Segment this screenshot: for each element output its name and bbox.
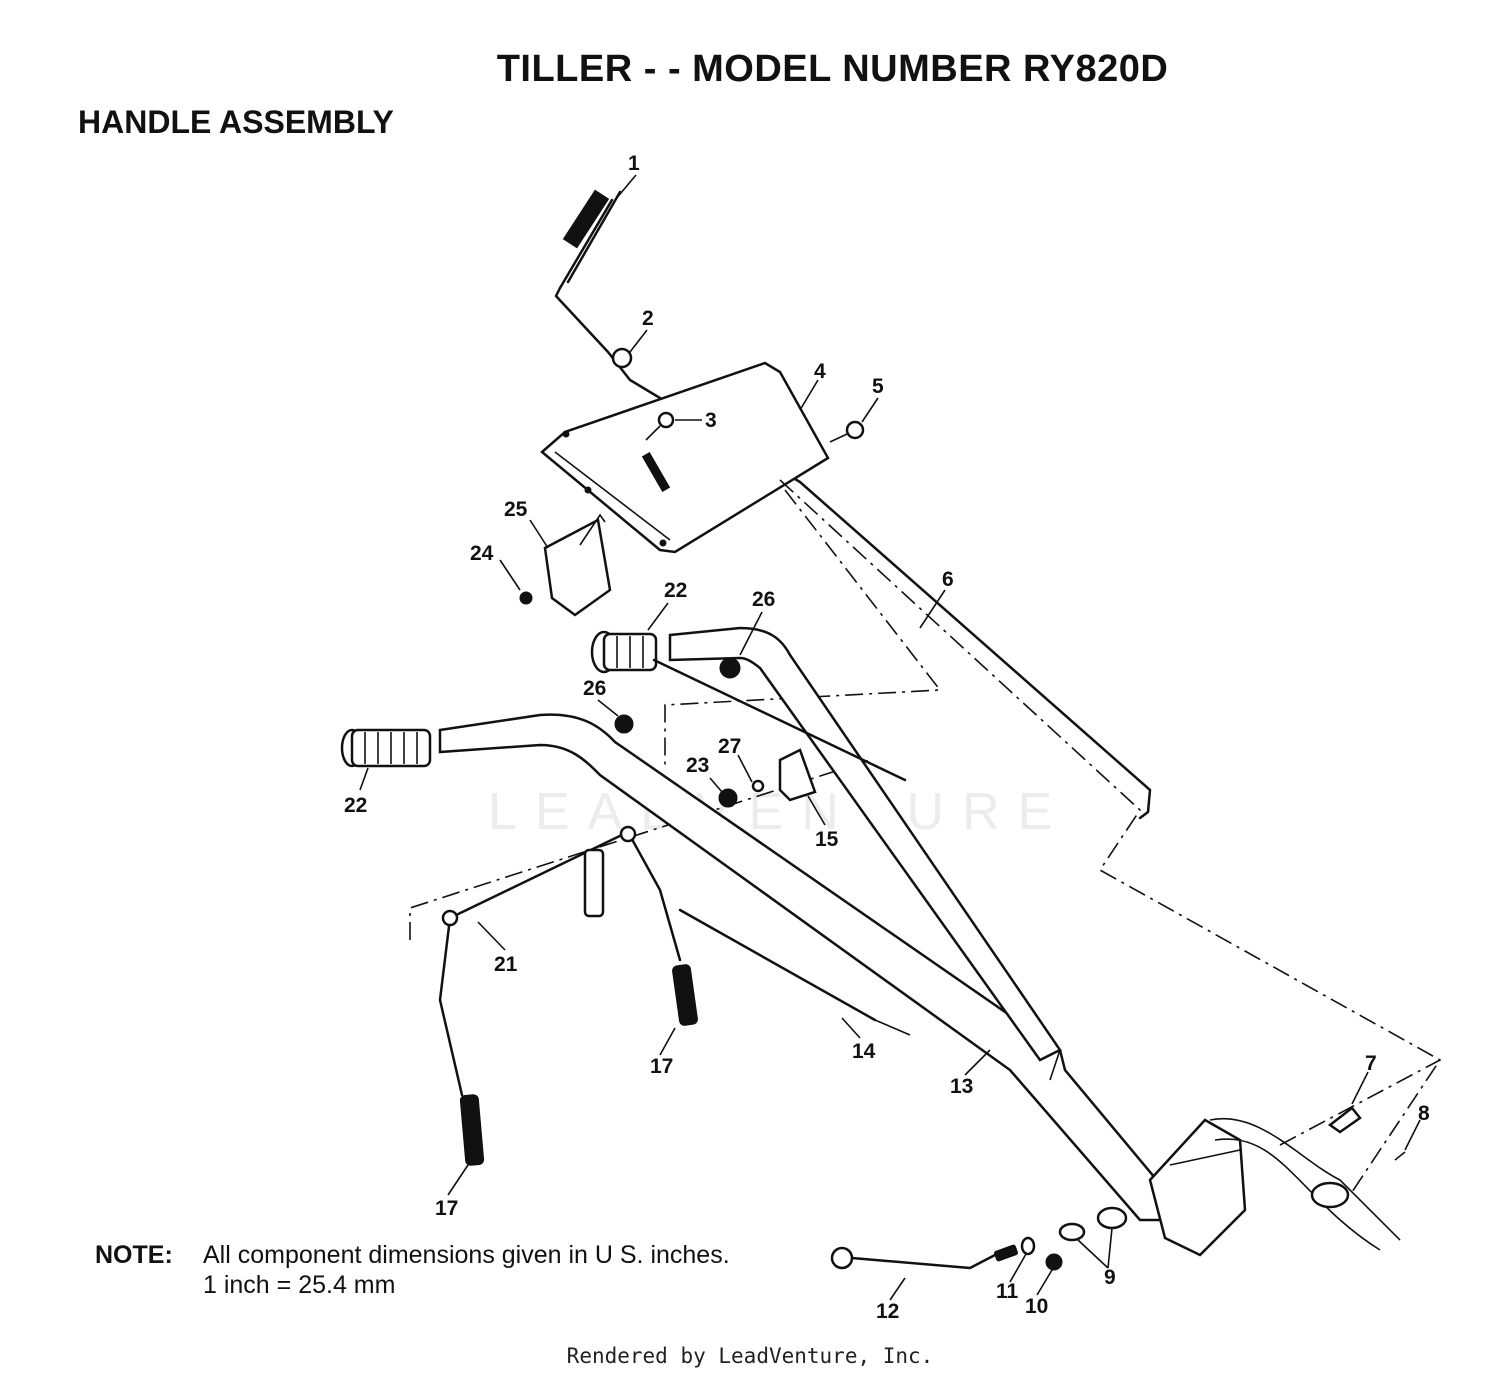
callout-24: 24	[470, 542, 494, 565]
callout-11: 11	[996, 1280, 1019, 1303]
section-title: HANDLE ASSEMBLY	[78, 104, 394, 140]
main-handle-part	[438, 626, 1193, 1222]
callout-10: 10	[1025, 1295, 1048, 1318]
right-grip-part	[590, 630, 658, 674]
callout-7: 7	[1365, 1052, 1377, 1075]
nut-23-part	[718, 788, 738, 808]
callout-8: 8	[1418, 1102, 1430, 1125]
callout-1: 1	[628, 152, 640, 175]
grip-17-lower-part	[459, 1094, 485, 1166]
throttle-cable-part	[652, 658, 907, 782]
shift-rod-part	[554, 189, 1152, 820]
callout-15: 15	[815, 828, 839, 851]
rod-nut-part	[611, 347, 633, 369]
shield-part	[540, 361, 830, 554]
callout-17-lower: 17	[435, 1197, 458, 1220]
callout-26-upper: 26	[752, 588, 775, 611]
callout-17-upper: 17	[650, 1055, 673, 1078]
bolt-7-part	[1327, 1106, 1362, 1134]
cable-14-part	[678, 908, 877, 1022]
leader-lines	[359, 174, 1421, 1301]
note-label: NOTE:	[95, 1241, 173, 1269]
callout-25: 25	[504, 498, 528, 521]
clip-15-part	[778, 748, 817, 802]
bracket-25-part	[519, 513, 612, 617]
callout-27: 27	[718, 735, 741, 758]
cable-14-end	[874, 1019, 911, 1036]
left-grip-part	[340, 728, 432, 768]
footer-credit: Rendered by LeadVenture, Inc.	[566, 1344, 934, 1368]
nut-26-lower-part	[614, 714, 634, 734]
linkage-21-part	[438, 825, 682, 1097]
bolt-5-part	[829, 420, 865, 443]
callout-3: 3	[705, 409, 717, 432]
callout-5: 5	[872, 375, 884, 398]
dimension-note: NOTE: All component dimensions given in U…	[95, 1240, 730, 1300]
callout-14: 14	[852, 1040, 876, 1063]
fitting-8-part	[1310, 1181, 1350, 1209]
frame-outline-reference	[409, 479, 1442, 1196]
page-title: TILLER - - MODEL NUMBER RY820D	[496, 48, 1169, 90]
washer-11-part	[1020, 1236, 1036, 1256]
callout-4: 4	[814, 360, 826, 383]
mounting-bracket-part	[1148, 1117, 1401, 1257]
washer-27-part	[751, 779, 765, 793]
pin-8-part	[1394, 1151, 1406, 1161]
callout-26-lower: 26	[583, 677, 606, 700]
callout-22-lower: 22	[344, 794, 367, 817]
nut-10-part	[1045, 1253, 1063, 1271]
nut-26-upper-part	[719, 657, 741, 679]
callout-9: 9	[1104, 1266, 1116, 1289]
bolt-3-part	[641, 411, 675, 493]
spacer-9a-part	[1058, 1222, 1086, 1242]
leader-6	[919, 589, 946, 629]
callout-22-upper: 22	[664, 579, 687, 602]
callout-6: 6	[942, 568, 954, 591]
callout-12: 12	[876, 1300, 899, 1323]
lever-12-part	[830, 1244, 1018, 1270]
callout-21: 21	[494, 953, 518, 976]
spacer-9b-part	[1096, 1206, 1128, 1230]
callout-2: 2	[642, 307, 654, 330]
callout-23: 23	[686, 754, 709, 777]
note-line-1: All component dimensions given in U S. i…	[203, 1241, 730, 1269]
note-line-2: 1 inch = 25.4 mm	[203, 1271, 396, 1299]
callout-13: 13	[950, 1075, 973, 1098]
grip-17-upper-part	[672, 964, 698, 1026]
